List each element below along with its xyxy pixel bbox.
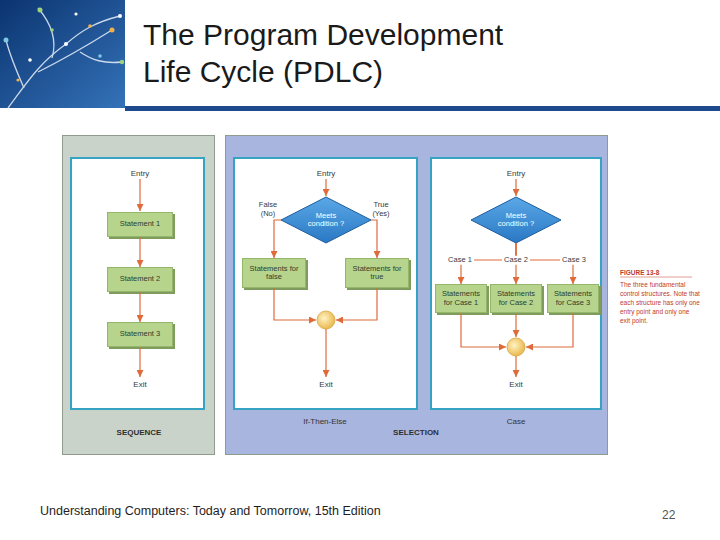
statement-box: Statements for Case 2 [490,284,542,313]
junction-circle [317,311,335,329]
panel-heading: SELECTION [356,428,476,438]
flow-text: Exit [486,380,546,390]
flow-text: Case [466,417,566,427]
statement-box: Statement 2 [107,267,173,292]
page-number: 22 [662,508,692,522]
branch-label: Case 3 [560,256,588,265]
condition-text: Meets condition ? [496,212,536,229]
statement-box: Statement 3 [107,322,173,347]
tree-decoration [0,0,125,108]
flow-text: If-Then-Else [275,417,375,427]
tree-leaves [4,8,125,82]
junction-circle [507,338,525,356]
flow-text: Entry [110,169,170,179]
merge-line [336,288,377,320]
slide-title: The Program Development Life Cycle (PDLC… [143,16,533,90]
flow-arrow [371,220,377,258]
structure-panel: SELECTION EntryExitIf-Then-Else Meets cond… [225,135,608,455]
statement-box: Statements for true [345,258,409,288]
flow-arrow [274,220,281,258]
branch-label: Case 2 [502,256,530,265]
flow-arrow [139,237,140,267]
decision-diamond: Meets condition ? [471,197,561,243]
statement-text: Statements for Case 1 [436,290,486,307]
branch-label: True (Yes) [366,201,396,218]
diamond-shape [471,197,561,243]
figure-caption: The three fundamental control structures… [620,280,700,325]
branch-label: False (No) [254,201,282,218]
merge-line [515,314,516,337]
statement-box: Statements for Case 3 [547,284,599,313]
entry-arrow [139,179,140,211]
statement-box: Statement 1 [107,212,173,237]
decision-diamond: Meets condition ? [281,197,371,243]
structure-box: EntryExit Statement 1 Statement 2 Statement… [70,157,205,410]
entry-arrow [515,179,516,196]
entry-arrow [325,179,326,196]
exit-arrow [325,329,326,377]
merge-line [461,313,506,347]
statement-text: Statements for false [243,265,305,282]
exit-arrow [139,347,140,377]
statement-text: Statements for true [346,265,408,282]
merge-line [526,313,573,347]
flow-text: Exit [110,380,170,390]
merge-line [274,288,316,320]
statement-text: Statements for Case 3 [548,290,598,307]
statement-box: Statements for false [242,258,306,288]
flow-text: Entry [296,169,356,179]
exit-arrow [515,356,516,377]
diamond-shape [281,197,371,243]
structure-panel: SEQUENCE EntryExit Statement 1 Statement 2 S… [62,135,215,455]
statement-text: Statements for Case 2 [491,290,541,307]
statement-box: Statements for Case 1 [435,284,487,313]
branch-label: Case 1 [446,256,474,265]
caption-rule [620,277,692,278]
flow-text: Entry [486,169,546,179]
statement-text: Statement 1 [118,220,162,229]
tree-branches [6,8,122,108]
condition-text: Meets condition ? [306,212,346,229]
statement-text: Statement 2 [118,275,162,284]
figure-number: FIGURE 13-8 [620,269,710,276]
flow-text: Exit [296,380,356,390]
flow-arrow [139,292,140,322]
footer-text: Understanding Computers: Today and Tomor… [40,504,500,518]
panel-heading: SEQUENCE [79,428,199,438]
title-rule [125,106,720,111]
statement-text: Statement 3 [118,330,162,339]
